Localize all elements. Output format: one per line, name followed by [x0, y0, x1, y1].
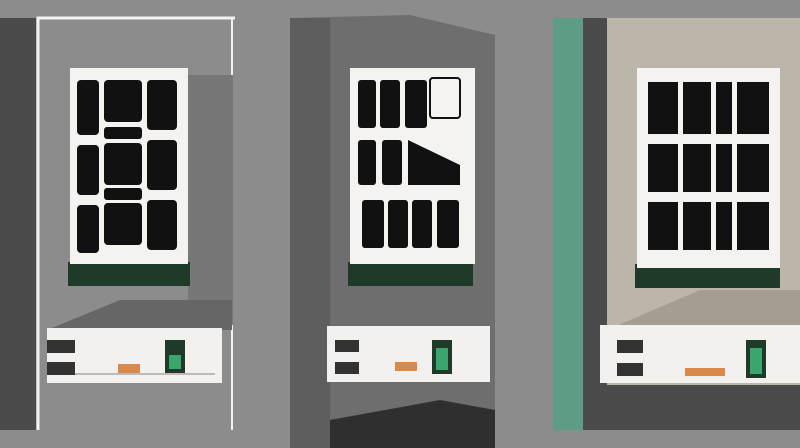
wall-strip	[0, 18, 36, 430]
outlet	[47, 362, 75, 375]
wall-shadow	[607, 290, 800, 330]
frame-line	[36, 16, 235, 430]
battery-indicator	[750, 348, 762, 374]
battery-indicator	[169, 355, 181, 369]
floor-shadow	[330, 400, 495, 448]
shelf-line	[75, 373, 215, 375]
outlet	[47, 340, 75, 353]
panel-base	[68, 262, 190, 286]
outlet	[617, 340, 643, 353]
cable	[685, 368, 725, 376]
outlet	[617, 363, 643, 376]
floor-shadow	[47, 300, 232, 330]
scene-left	[0, 16, 235, 430]
floor	[583, 385, 800, 430]
scene-right	[553, 18, 800, 430]
panel-base	[348, 262, 473, 286]
cable	[118, 364, 140, 373]
cable	[395, 362, 417, 371]
panel-cells	[358, 77, 461, 248]
battery-indicator	[436, 348, 448, 370]
scene-middle	[290, 15, 495, 448]
panel-cells	[77, 80, 177, 253]
outlet	[335, 362, 359, 374]
building-side	[290, 18, 330, 448]
wall-shadow	[188, 75, 233, 325]
accent-strip	[553, 18, 583, 430]
panel-cells	[648, 82, 769, 250]
outlet	[335, 340, 359, 352]
